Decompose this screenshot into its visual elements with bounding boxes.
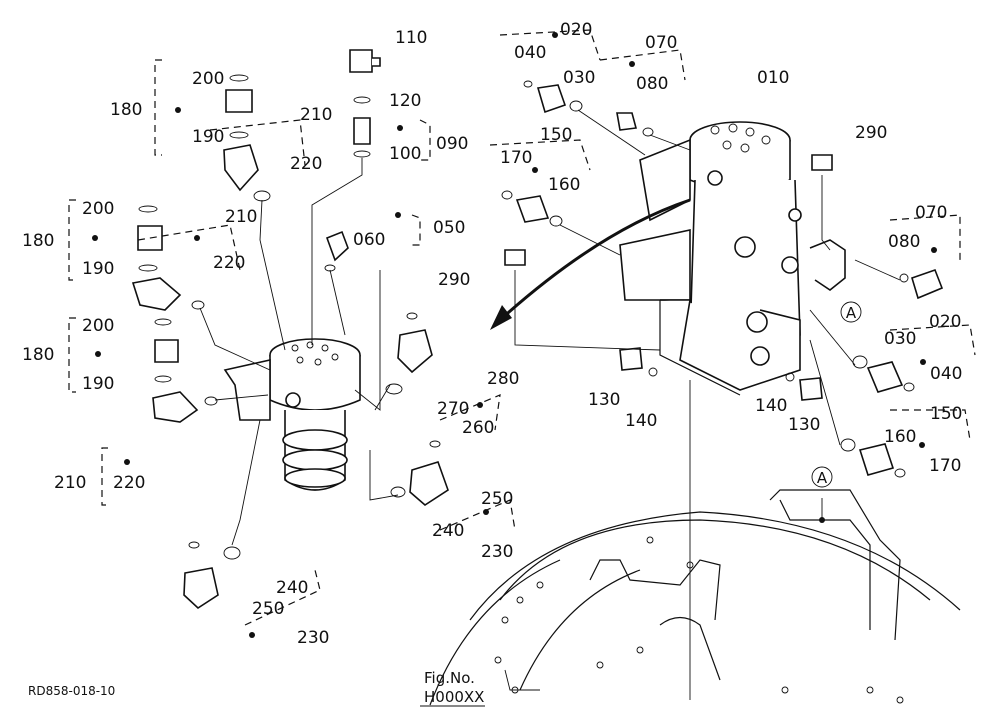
callout-160: 160 — [884, 427, 916, 447]
callout-070: 070 — [645, 33, 677, 53]
fittings — [131, 49, 944, 610]
callout-200: 200 — [192, 69, 224, 89]
swivel-joint-right — [619, 121, 846, 396]
rotation-arrow-head — [490, 305, 512, 330]
callout-180: 180 — [22, 345, 54, 365]
callout-180: 180 — [110, 100, 142, 120]
callout-220: 220 — [213, 253, 245, 273]
callout-210: 210 — [300, 105, 332, 125]
callout-290: 290 — [438, 270, 470, 290]
callout-220: 220 — [290, 154, 322, 174]
callout-100: 100 — [389, 144, 421, 164]
callout-210: 210 — [225, 207, 257, 227]
callout-230: 230 — [297, 628, 329, 648]
rotation-arrow — [498, 198, 691, 322]
callout-130: 130 — [788, 415, 820, 435]
callout-080: 080 — [888, 232, 920, 252]
callout-030: 030 — [884, 329, 916, 349]
callout-200: 200 — [82, 199, 114, 219]
base-frame — [429, 489, 961, 706]
callout-040: 040 — [514, 43, 546, 63]
callout-280: 280 — [487, 369, 519, 389]
callout-190: 190 — [192, 127, 224, 147]
callout-260: 260 — [462, 418, 494, 438]
fig-ref-label: Fig.No. — [424, 669, 475, 687]
callout-190: 190 — [82, 259, 114, 279]
dashed-brackets — [68, 29, 976, 626]
callout-180: 180 — [22, 231, 54, 251]
callout-250: 250 — [252, 599, 284, 619]
callout-020: 020 — [929, 312, 961, 332]
callout-090: 090 — [436, 134, 468, 154]
callout-250: 250 — [481, 489, 513, 509]
callout-110: 110 — [395, 28, 427, 48]
marker-a-2: A — [817, 469, 828, 487]
callout-240: 240 — [432, 521, 464, 541]
callout-170: 170 — [500, 148, 532, 168]
callout-130: 130 — [588, 390, 620, 410]
callout-240: 240 — [276, 578, 308, 598]
callout-270: 270 — [437, 399, 469, 419]
callout-070: 070 — [915, 203, 947, 223]
marker-a-1: A — [846, 304, 857, 322]
callout-160: 160 — [548, 175, 580, 195]
callout-140: 140 — [625, 411, 657, 431]
callout-170: 170 — [929, 456, 961, 476]
callout-labels: 110 120 100 090 200 180 190 210 220 200 … — [22, 20, 962, 648]
callout-200: 200 — [82, 316, 114, 336]
reference-dots — [92, 32, 937, 638]
leader-lines — [199, 109, 901, 700]
drawing-id: RD858-018-10 — [28, 684, 115, 698]
swivel-joint-left — [223, 338, 361, 491]
callout-220: 220 — [113, 473, 145, 493]
callout-060: 060 — [353, 230, 385, 250]
callout-210: 210 — [54, 473, 86, 493]
callout-020: 020 — [560, 20, 592, 40]
callout-230: 230 — [481, 542, 513, 562]
callout-050: 050 — [433, 218, 465, 238]
callout-150: 150 — [930, 404, 962, 424]
callout-120: 120 — [389, 91, 421, 111]
fig-ref-number: H000XX — [424, 688, 484, 706]
callout-190: 190 — [82, 374, 114, 394]
callout-080: 080 — [636, 74, 668, 94]
callout-040: 040 — [930, 364, 962, 384]
callout-150: 150 — [540, 125, 572, 145]
callout-140: 140 — [755, 396, 787, 416]
callout-010: 010 — [757, 68, 789, 88]
marker-a-circle-2 — [811, 466, 833, 488]
callout-030: 030 — [563, 68, 595, 88]
callout-290: 290 — [855, 123, 887, 143]
marker-a-circle-1 — [840, 301, 862, 323]
